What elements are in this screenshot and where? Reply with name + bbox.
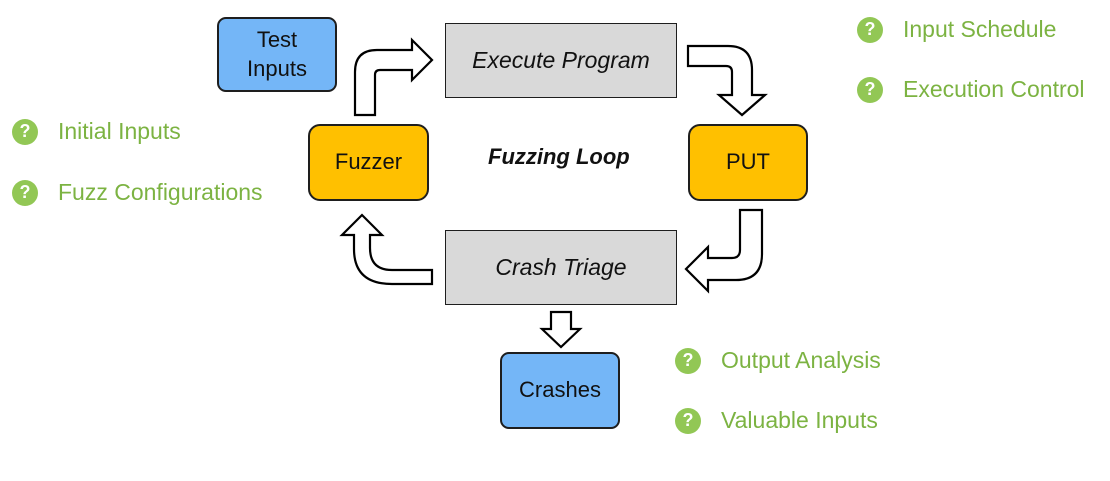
question-icon: ?: [675, 347, 701, 374]
execute-program-label: Execute Program: [472, 46, 650, 73]
fuzzer-label: Fuzzer: [334, 149, 403, 175]
question-icon: ?: [857, 16, 883, 43]
fuzzing-loop-label: Fuzzing Loop: [488, 144, 630, 169]
question-valuable-inputs: ? Valuable Inputs: [675, 407, 878, 434]
question-label: Initial Inputs: [58, 118, 181, 144]
arrow-triage-to-crashes: [539, 310, 583, 349]
test-inputs-line1: Test: [256, 26, 298, 52]
question-label: Output Analysis: [721, 347, 881, 373]
question-execution-control: ? Execution Control: [857, 76, 1085, 103]
question-input-schedule: ? Input Schedule: [857, 16, 1056, 43]
question-label: Execution Control: [903, 76, 1085, 102]
fuzzer-box: Fuzzer: [308, 124, 429, 201]
question-fuzz-configurations: ? Fuzz Configurations: [12, 179, 263, 206]
question-icon: ?: [857, 76, 883, 103]
question-icon: ?: [12, 179, 38, 206]
arrow-execute-to-put: [686, 44, 768, 117]
execute-program-box: Execute Program: [445, 23, 677, 98]
question-icon: ?: [675, 407, 701, 434]
crash-triage-label: Crash Triage: [495, 253, 627, 280]
arrow-fuzzer-to-execute: [353, 37, 434, 117]
test-inputs-line2: Inputs: [247, 55, 307, 81]
crashes-box: Crashes: [500, 352, 620, 429]
question-initial-inputs: ? Initial Inputs: [12, 118, 181, 145]
put-box: PUT: [688, 124, 808, 201]
put-label: PUT: [726, 149, 770, 175]
crashes-label: Crashes: [519, 377, 601, 403]
arrow-triage-to-fuzzer: [339, 213, 434, 286]
question-label: Fuzz Configurations: [58, 179, 263, 205]
arrow-put-to-triage: [684, 208, 764, 294]
test-inputs-box: Test Inputs: [217, 17, 337, 92]
question-icon: ?: [12, 118, 38, 145]
crash-triage-box: Crash Triage: [445, 230, 677, 305]
question-label: Input Schedule: [903, 16, 1057, 42]
question-output-analysis: ? Output Analysis: [675, 347, 881, 374]
question-label: Valuable Inputs: [721, 407, 878, 433]
